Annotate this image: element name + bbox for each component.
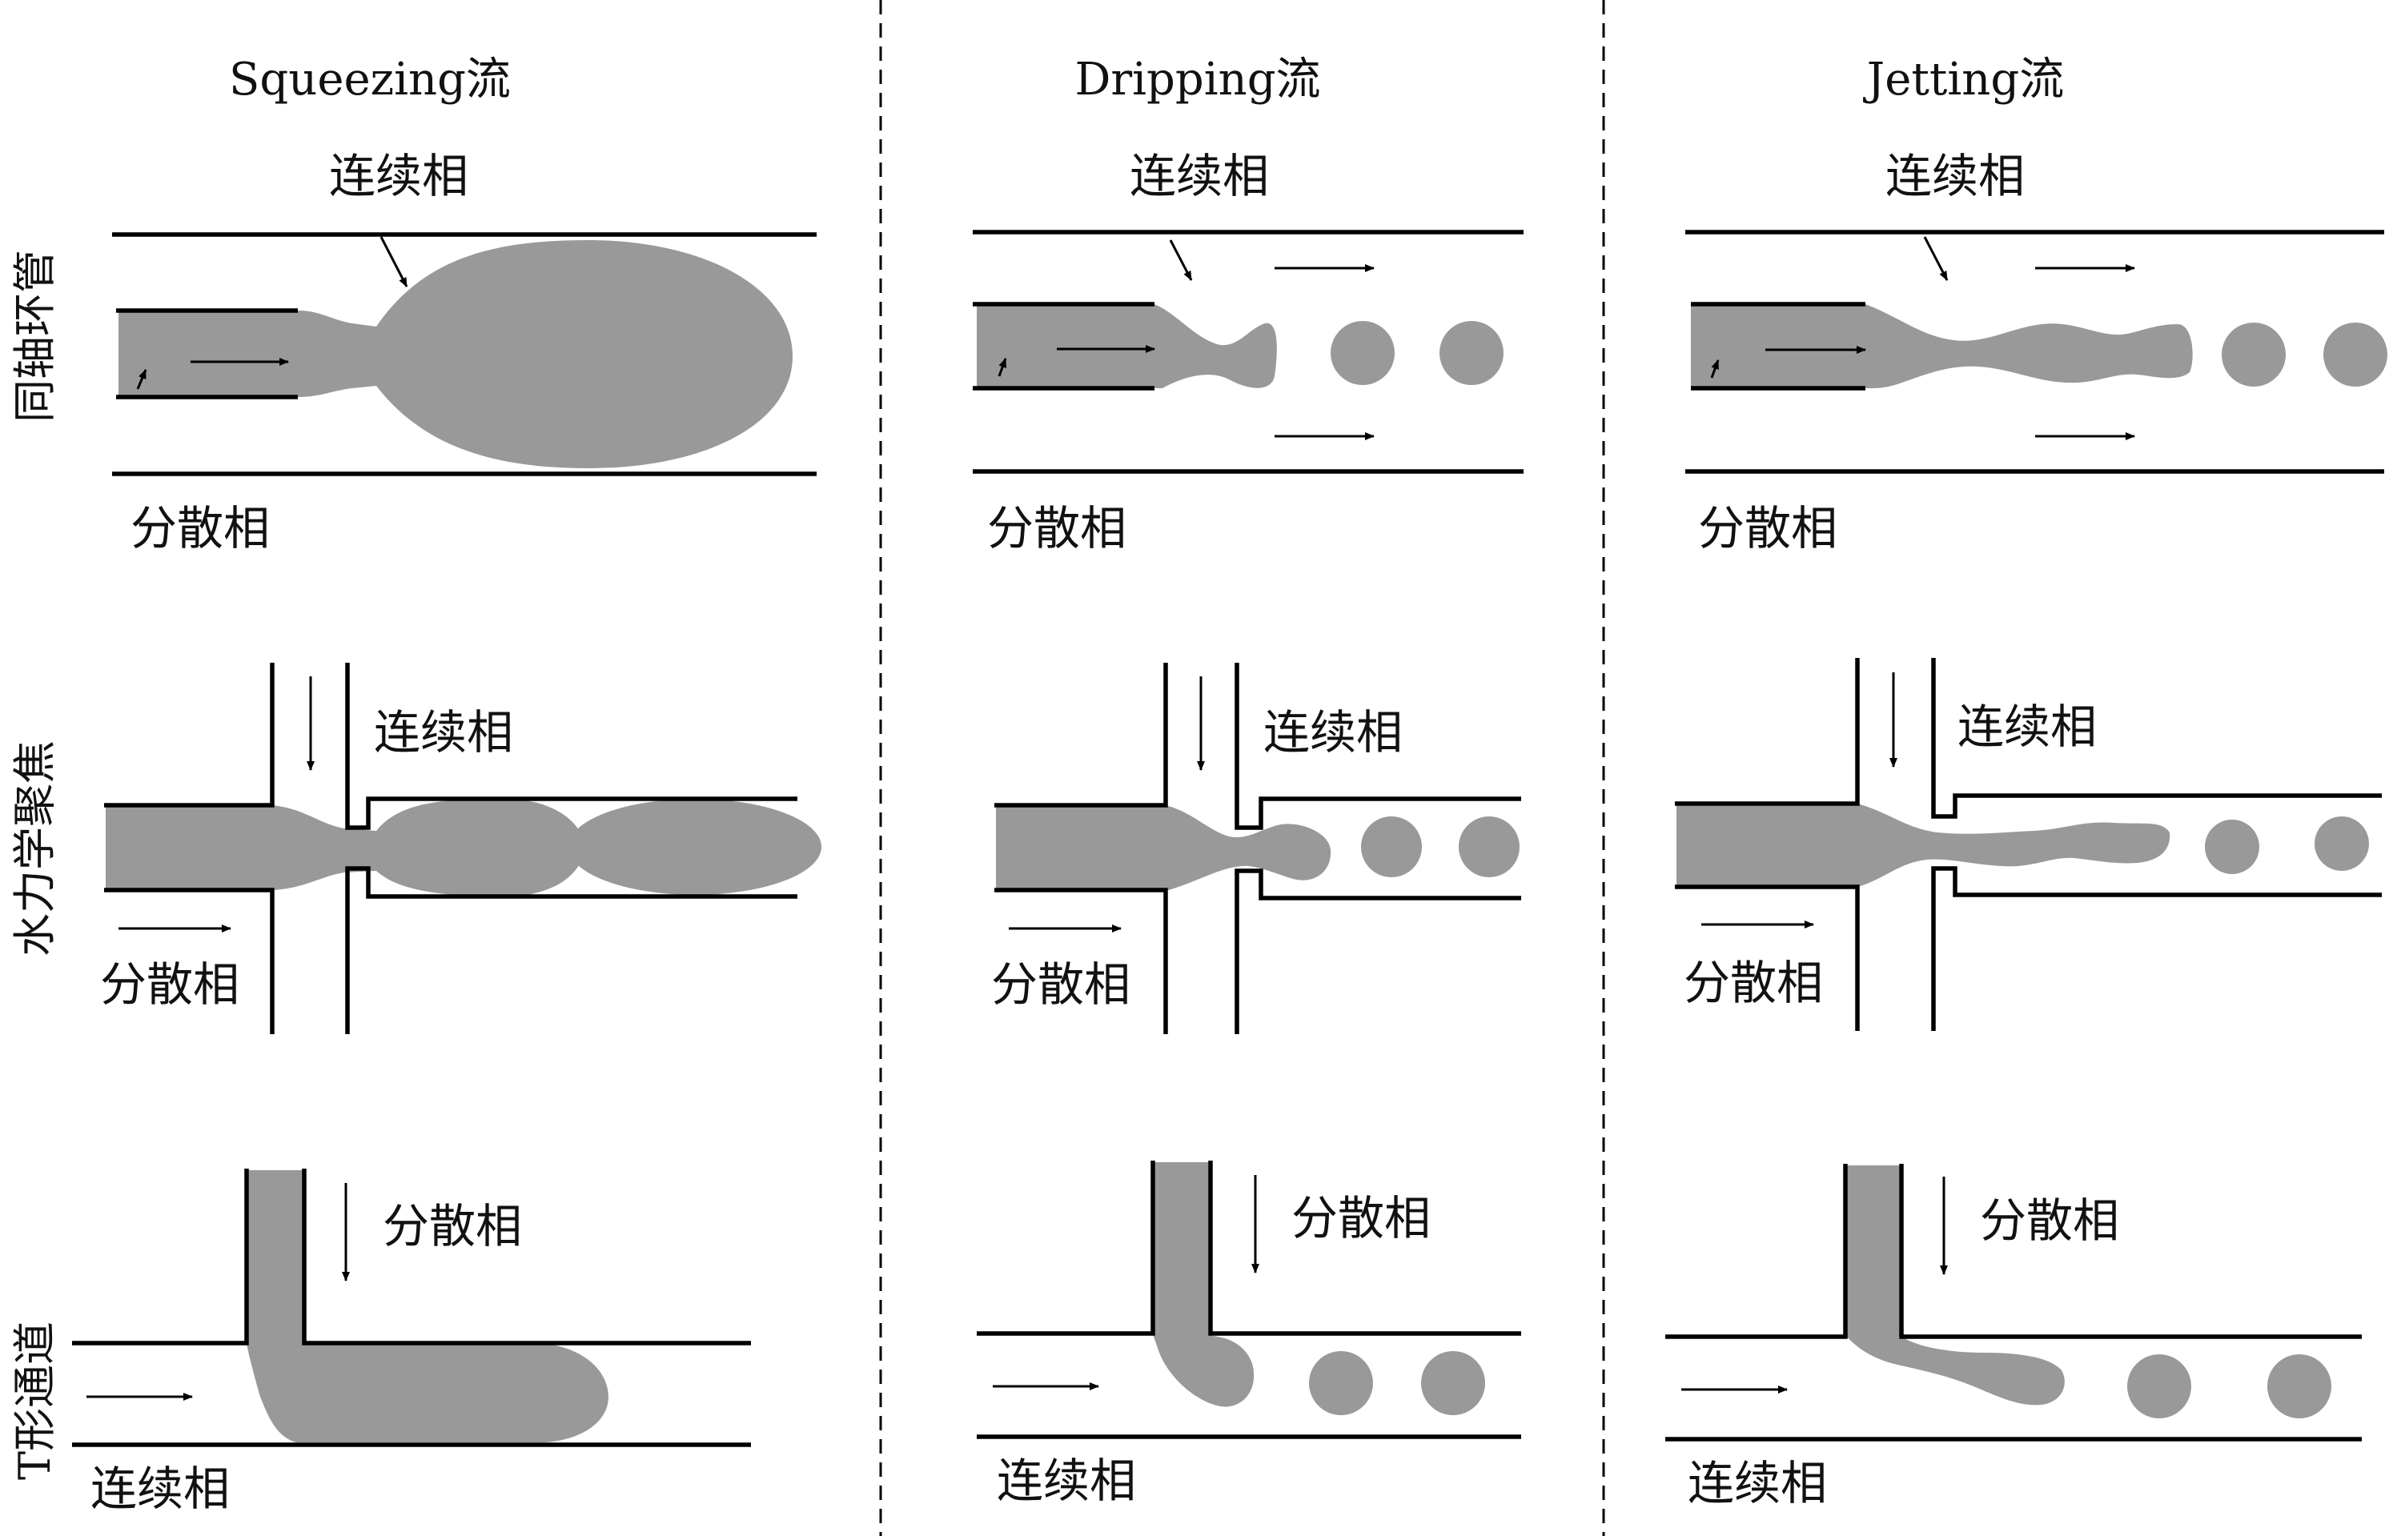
droplet	[1309, 1351, 1373, 1415]
t-channel-left-wall	[1665, 1164, 1848, 1339]
row-label-flow-focusing: 水力学聚焦	[10, 740, 60, 956]
t-channel-right-wall	[1899, 1164, 2362, 1339]
column-title-squeezing: Squeezing流	[229, 54, 511, 106]
dispersed-phase-label: 分散相	[1684, 956, 1823, 1010]
dispersed-phase-label: 分散相	[1980, 1193, 2119, 1248]
droplet	[1421, 1351, 1485, 1415]
dispersed-phase-label: 分散相	[383, 1199, 522, 1253]
droplet	[2323, 323, 2387, 387]
continuous-phase-label: 连续相	[1885, 149, 2025, 203]
droplet	[1331, 321, 1395, 385]
flow-focusing-jetting-panel: 连续相 分散相	[1675, 658, 2382, 1031]
small-flow-arrow	[1710, 359, 1720, 379]
coaxial-squeezing-panel: 连续相 分散相	[112, 149, 817, 555]
focusing-channel-upper-right-wall	[345, 663, 797, 830]
focusing-channel-lower-left-wall	[994, 888, 1168, 1034]
row-label-coaxial: 同轴环管	[10, 250, 60, 423]
continuous-phase-pointer-arrow	[379, 236, 408, 287]
t-junction-squeezing-panel: 分散相 连续相	[72, 1169, 751, 1516]
droplet	[2222, 323, 2286, 387]
droplet	[2127, 1354, 2191, 1418]
column-title-jetting: Jetting流	[1863, 54, 2064, 106]
continuous-phase-label: 连续相	[374, 705, 513, 760]
t-channel-right-wall	[1208, 1161, 1521, 1336]
coaxial-jetting-panel: 连续相 分散相	[1685, 149, 2387, 555]
droplet	[2205, 820, 2259, 874]
continuous-phase-label: 连续相	[90, 1462, 230, 1516]
dispersed-phase-jet	[1691, 304, 2193, 389]
flow-focusing-dripping-panel: 连续相 分散相	[991, 663, 1521, 1034]
dispersed-phase-label: 分散相	[1291, 1191, 1431, 1245]
t-channel-left-wall	[72, 1169, 249, 1345]
dispersed-phase-label: 分散相	[987, 501, 1126, 555]
dispersed-phase-plug	[118, 240, 793, 468]
dispersed-phase-jet	[1676, 804, 2170, 887]
dispersed-phase-label: 分散相	[130, 501, 270, 555]
t-channel-left-wall	[977, 1161, 1155, 1336]
small-flow-arrow	[998, 358, 1007, 377]
column-title-dripping: Dripping流	[1074, 54, 1320, 106]
continuous-phase-label: 连续相	[329, 149, 468, 203]
continuous-phase-label: 连续相	[1130, 149, 1269, 203]
continuous-phase-pointer-arrow	[1169, 239, 1193, 281]
focusing-channel-upper-left-wall	[1675, 658, 1860, 806]
t-junction-jetting-panel: 分散相 连续相	[1665, 1164, 2362, 1510]
row-label-t-junction: T形通道	[10, 1321, 60, 1480]
continuous-phase-pointer-arrow	[1923, 236, 1949, 281]
continuous-phase-label: 连续相	[997, 1454, 1136, 1508]
t-channel-right-wall	[302, 1169, 751, 1345]
focusing-channel-lower-right-wall	[345, 866, 797, 1034]
droplet	[568, 799, 821, 895]
flow-focusing-squeezing-panel: 连续相 分散相	[100, 663, 821, 1034]
dispersed-phase-label: 分散相	[100, 957, 239, 1012]
droplet	[1439, 321, 1504, 385]
focusing-channel-upper-right-wall	[1931, 658, 2382, 819]
droplet	[2315, 816, 2369, 871]
dispersed-phase-plug	[247, 1170, 608, 1442]
dispersed-phase-neck	[996, 805, 1331, 890]
coaxial-dripping-panel: 连续相 分散相	[973, 149, 1524, 555]
dispersed-phase-neck	[1153, 1162, 1255, 1407]
droplet	[2267, 1354, 2331, 1418]
focusing-channel-lower-left-wall	[104, 888, 275, 1034]
droplet	[1361, 816, 1422, 877]
dispersed-phase-label: 分散相	[1698, 501, 1837, 555]
dispersed-phase-label: 分散相	[991, 957, 1130, 1012]
droplet	[1459, 816, 1520, 877]
focusing-channel-upper-left-wall	[104, 663, 275, 808]
small-flow-arrow	[136, 369, 147, 390]
focusing-channel-lower-left-wall	[1675, 884, 1860, 1031]
dispersed-phase-plug	[106, 799, 584, 896]
continuous-phase-label: 连续相	[1688, 1456, 1827, 1510]
continuous-phase-label: 连续相	[1263, 705, 1403, 760]
continuous-phase-label: 连续相	[1957, 700, 2097, 754]
focusing-channel-lower-right-wall	[1235, 868, 1521, 1034]
dispersed-phase-neck	[977, 304, 1277, 388]
t-junction-dripping-panel: 分散相 连续相	[977, 1161, 1521, 1508]
focusing-channel-upper-right-wall	[1235, 663, 1521, 830]
focusing-channel-lower-right-wall	[1931, 866, 2382, 1031]
focusing-channel-upper-left-wall	[994, 663, 1168, 808]
